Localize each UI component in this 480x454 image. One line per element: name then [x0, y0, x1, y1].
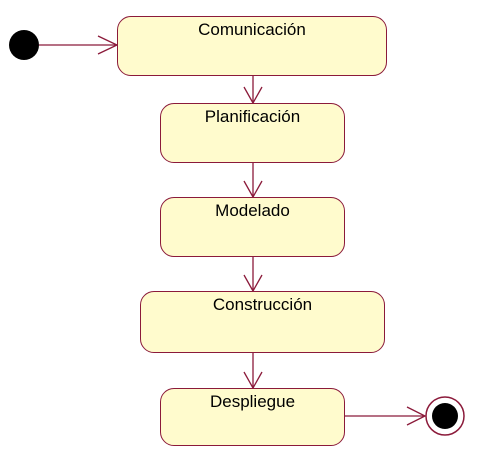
state-label-planificacion: Planificación: [204, 107, 301, 126]
state-label-despliegue: Despliegue: [209, 392, 296, 411]
state-comunicacion: Comunicación: [117, 16, 387, 76]
final-node: [432, 403, 458, 429]
transition-despliegue-end: [344, 406, 427, 426]
state-modelado: Modelado: [160, 197, 345, 257]
transition-start-comunicacion: [39, 35, 119, 55]
state-construccion: Construcción: [140, 291, 385, 353]
state-label-comunicacion: Comunicación: [198, 20, 306, 39]
transition-construccion-despliegue: [243, 353, 263, 390]
state-label-modelado: Modelado: [215, 201, 290, 220]
transition-comunicacion-planificacion: [243, 76, 263, 105]
state-label-construccion: Construcción: [212, 295, 313, 314]
state-planificacion: Planificación: [160, 103, 345, 163]
transition-planificacion-modelado: [243, 163, 263, 199]
transition-modelado-construccion: [243, 257, 263, 293]
initial-node: [9, 30, 39, 60]
state-despliegue: Despliegue: [160, 388, 345, 446]
